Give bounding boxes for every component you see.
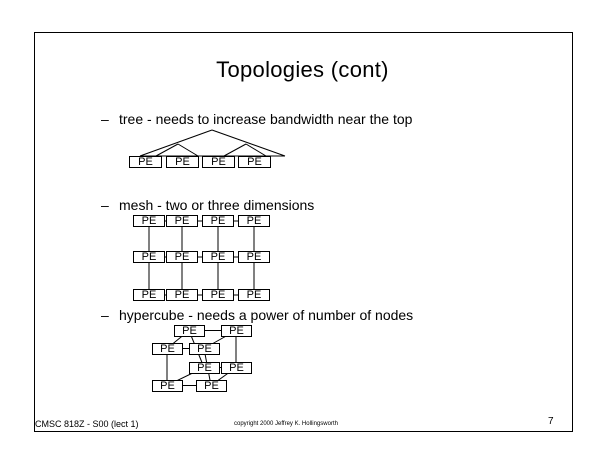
tree-edge — [139, 129, 213, 157]
bullet-tree: –tree - needs to increase bandwidth near… — [101, 111, 412, 127]
pe-node-box — [221, 362, 252, 374]
pe-node-label: PE — [142, 289, 157, 301]
bullet-dash: – — [101, 111, 109, 127]
pe-node-label: PE — [197, 343, 212, 355]
bullet-mesh: –mesh - two or three dimensions — [101, 197, 314, 213]
pe-node-label: PE — [211, 289, 226, 301]
tree-edge — [177, 143, 199, 157]
pe-node-label: PE — [160, 343, 175, 355]
pe-node: PE — [221, 362, 252, 374]
pe-node-box — [129, 156, 162, 168]
pe-node-label: PE — [229, 362, 244, 374]
pe-node-label: PE — [229, 325, 244, 337]
pe-node-label: PE — [247, 215, 262, 227]
tree-edge — [223, 143, 247, 157]
pe-node-box — [221, 325, 252, 337]
pe-node-label: PE — [175, 156, 190, 168]
tree-edge — [211, 129, 286, 157]
pe-node: PE — [133, 215, 165, 227]
pe-node: PE — [189, 343, 220, 355]
pe-node: PE — [202, 156, 235, 168]
pe-node-box — [189, 343, 220, 355]
pe-node: PE — [133, 289, 165, 301]
pe-node-label: PE — [197, 362, 212, 374]
pe-node: PE — [152, 343, 183, 355]
pe-node: PE — [189, 362, 220, 374]
pe-node: PE — [238, 215, 270, 227]
pe-node-label: PE — [175, 251, 190, 263]
pe-node-box — [196, 380, 227, 392]
pe-node: PE — [129, 156, 162, 168]
pe-node: PE — [238, 156, 271, 168]
bullet-tree-text: tree - needs to increase bandwidth near … — [119, 111, 413, 127]
pe-node: PE — [202, 251, 234, 263]
slide-frame — [34, 32, 573, 432]
pe-node-box — [133, 289, 165, 301]
bullet-mesh-text: mesh - two or three dimensions — [119, 197, 315, 213]
pe-node-box — [238, 156, 271, 168]
pe-node: PE — [166, 215, 198, 227]
pe-node: PE — [166, 156, 199, 168]
pe-node-box — [166, 156, 199, 168]
slide-title: Topologies (cont) — [216, 57, 389, 82]
footer-course: CMSC 818Z - S00 (lect 1) — [35, 419, 139, 429]
tree-edge — [245, 143, 267, 157]
pe-node-box — [166, 215, 198, 227]
tree-diagram: PE PE PE PE — [129, 129, 286, 168]
pe-node-box — [238, 251, 270, 263]
pe-node-label: PE — [211, 215, 226, 227]
pe-node-box — [238, 215, 270, 227]
pe-node: PE — [152, 380, 183, 392]
mesh-diagram: PE PE PE PE PE PE PE PE PE PE PE PE — [133, 215, 270, 301]
pe-node: PE — [133, 251, 165, 263]
pe-node: PE — [202, 289, 234, 301]
pe-node-label: PE — [142, 251, 157, 263]
pe-node-label: PE — [247, 251, 262, 263]
pe-node: PE — [196, 380, 227, 392]
pe-node: PE — [238, 289, 270, 301]
pe-node: PE — [221, 325, 252, 337]
pe-node-box — [133, 215, 165, 227]
pe-node-box — [133, 251, 165, 263]
bullet-dash: – — [101, 197, 109, 213]
tree-edge — [155, 143, 179, 157]
pe-node-label: PE — [175, 215, 190, 227]
pe-node-label: PE — [160, 380, 175, 392]
pe-node-box — [152, 343, 183, 355]
pe-node-box — [202, 251, 234, 263]
pe-node-label: PE — [175, 289, 190, 301]
pe-node-box — [202, 156, 235, 168]
pe-node-label: PE — [142, 215, 157, 227]
pe-node-box — [202, 289, 234, 301]
pe-node-label: PE — [247, 156, 262, 168]
footer-copyright: copyright 2000 Jeffrey K. Hollingsworth — [234, 421, 338, 427]
pe-node: PE — [166, 251, 198, 263]
bullet-hypercube-text: hypercube - needs a power of number of n… — [119, 307, 414, 323]
bullet-dash: – — [101, 307, 109, 323]
pe-node-label: PE — [204, 380, 219, 392]
pe-node-box — [166, 289, 198, 301]
pe-node-box — [238, 289, 270, 301]
bullet-hypercube: –hypercube - needs a power of number of … — [101, 307, 413, 323]
pe-node: PE — [238, 251, 270, 263]
pe-node-label: PE — [182, 325, 197, 337]
pe-node: PE — [202, 215, 234, 227]
pe-node-box — [152, 380, 183, 392]
pe-node-box — [174, 325, 205, 337]
pe-node-box — [189, 362, 220, 374]
pe-node: PE — [174, 325, 205, 337]
pe-node-box — [166, 251, 198, 263]
page-number: 7 — [548, 416, 554, 427]
pe-node-label: PE — [211, 251, 226, 263]
pe-node: PE — [166, 289, 198, 301]
pe-node-label: PE — [211, 156, 226, 168]
pe-node-label: PE — [138, 156, 153, 168]
pe-node-box — [202, 215, 234, 227]
pe-node-label: PE — [247, 289, 262, 301]
